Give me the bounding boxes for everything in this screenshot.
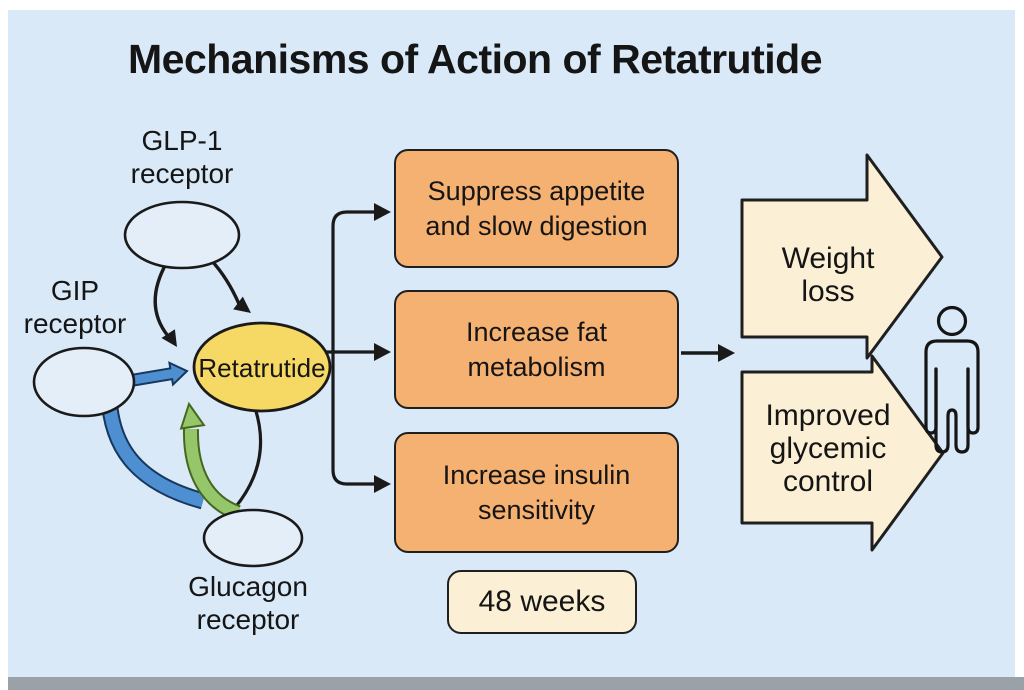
- glp1-receptor-ellipse: [123, 200, 241, 270]
- retatrutide-to-glucagon-line: [231, 407, 263, 512]
- mechanism-box-insulin-sensitivity: Increase insulin sensitivity: [394, 432, 679, 553]
- glycemic-control-label: Improved glycemic control: [765, 399, 891, 498]
- mechanism-arrowheads: [374, 203, 391, 493]
- mechanism-box-insulin-sensitivity-label: Increase insulin sensitivity: [442, 459, 631, 525]
- gip-blue-arrow: [125, 361, 189, 388]
- glucagon-green-arrow: [184, 428, 241, 519]
- mechanism-box-appetite: Suppress appetite and slow digestion: [394, 149, 679, 268]
- duration-box: 48 weeks: [447, 570, 637, 634]
- weight-loss-arrow-shape: [740, 153, 944, 360]
- glycemic-control-arrow-shape: [740, 354, 945, 552]
- glucagon-green-arrowhead: [179, 401, 206, 430]
- diagram-title: Mechanisms of Action of Retatrutide: [128, 36, 823, 82]
- weight-loss-label: Weight loss: [781, 242, 875, 308]
- person-icon: [924, 305, 980, 454]
- bottom-edge-bar: [8, 677, 1024, 690]
- glp1-receptor-label: GLP-1 receptor: [130, 125, 234, 189]
- retatrutide-ellipse: [192, 321, 332, 413]
- duration-label: 48 weeks: [478, 585, 606, 618]
- gip-receptor-label: GIP receptor: [23, 275, 127, 339]
- mechanism-box-fat-metabolism-label: Increase fat metabolism: [465, 316, 608, 382]
- mechanism-box-appetite-label: Suppress appetite and slow digestion: [425, 175, 648, 241]
- mechanism-box-fat-metabolism: Increase fat metabolism: [394, 290, 679, 409]
- mechanism-to-outcome-arrow: [681, 344, 735, 362]
- glp1-arrowheads: [161, 296, 251, 347]
- gip-receptor-ellipse: [32, 346, 136, 418]
- glucagon-receptor-ellipse: [202, 508, 304, 568]
- glucagon-receptor-label: Glucagon receptor: [188, 571, 308, 635]
- retatrutide-label: Retatrutide: [198, 353, 326, 383]
- glp1-to-retatrutide-arrows: [153, 258, 241, 338]
